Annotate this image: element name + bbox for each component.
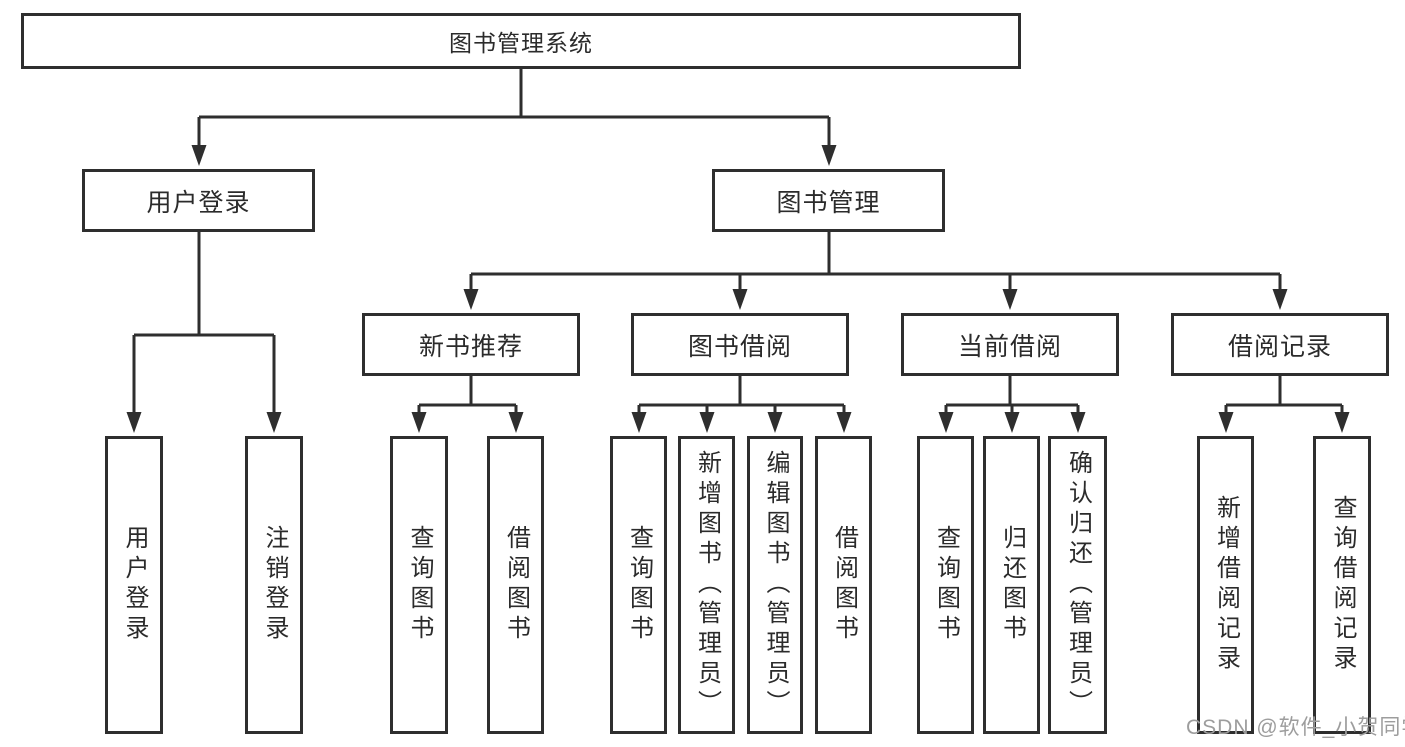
leaf-logout: 注销登录 (245, 436, 303, 734)
leaf-recommend-query-book: 查询图书 (390, 436, 448, 734)
node-book-management: 图书管理 (712, 169, 945, 232)
csdn-watermark: CSDN @软件_小贺同学 (1186, 716, 1405, 739)
node-book-borrow-label: 图书借阅 (687, 332, 792, 361)
leaf-user-login-label: 用户登录 (121, 525, 148, 645)
leaf-query-borrow-record-label: 查询借阅记录 (1329, 495, 1356, 675)
node-new-book-recommend: 新书推荐 (362, 313, 580, 376)
node-user-login-branch: 用户登录 (82, 169, 315, 232)
leaf-add-borrow-record-label: 新增借阅记录 (1212, 495, 1240, 675)
leaf-add-borrow-record: 新增借阅记录 (1197, 436, 1254, 734)
leaf-borrow-book: 借阅图书 (815, 436, 872, 734)
node-book-borrow: 图书借阅 (631, 313, 849, 376)
leaf-confirm-return-admin-label: 确认归还（管理员） (1064, 450, 1092, 720)
leaf-borrow-query-book: 查询图书 (610, 436, 667, 734)
leaf-edit-book-admin: 编辑图书（管理员） (747, 436, 803, 734)
leaf-borrow-query-book-label: 查询图书 (625, 525, 653, 645)
node-root: 图书管理系统 (21, 13, 1021, 69)
leaf-user-login: 用户登录 (105, 436, 163, 734)
leaf-query-borrow-record: 查询借阅记录 (1313, 436, 1371, 734)
leaf-add-book-admin: 新增图书（管理员） (678, 436, 735, 734)
arrowhead-icons (126, 145, 1350, 433)
node-book-management-label: 图书管理 (776, 188, 881, 217)
leaf-return-book-label: 归还图书 (998, 525, 1026, 645)
node-borrow-records: 借阅记录 (1171, 313, 1389, 376)
leaf-current-query-book: 查询图书 (917, 436, 974, 734)
node-current-borrow-label: 当前借阅 (957, 332, 1062, 361)
leaf-recommend-borrow-book-label: 借阅图书 (502, 525, 530, 645)
node-new-book-recommend-label: 新书推荐 (418, 332, 523, 361)
node-user-login-branch-label: 用户登录 (146, 188, 251, 217)
node-root-label: 图书管理系统 (449, 30, 593, 56)
tree-edges (132, 69, 1344, 414)
leaf-confirm-return-admin: 确认归还（管理员） (1048, 436, 1107, 734)
leaf-logout-label: 注销登录 (261, 525, 288, 645)
leaf-current-query-book-label: 查询图书 (932, 525, 960, 645)
leaf-return-book: 归还图书 (983, 436, 1040, 734)
node-borrow-records-label: 借阅记录 (1227, 332, 1332, 361)
leaf-recommend-borrow-book: 借阅图书 (487, 436, 544, 734)
leaf-edit-book-admin-label: 编辑图书（管理员） (762, 450, 789, 720)
node-current-borrow: 当前借阅 (901, 313, 1119, 376)
leaf-add-book-admin-label: 新增图书（管理员） (693, 450, 721, 720)
leaf-borrow-book-label: 借阅图书 (830, 525, 858, 645)
leaf-recommend-query-book-label: 查询图书 (406, 525, 433, 645)
